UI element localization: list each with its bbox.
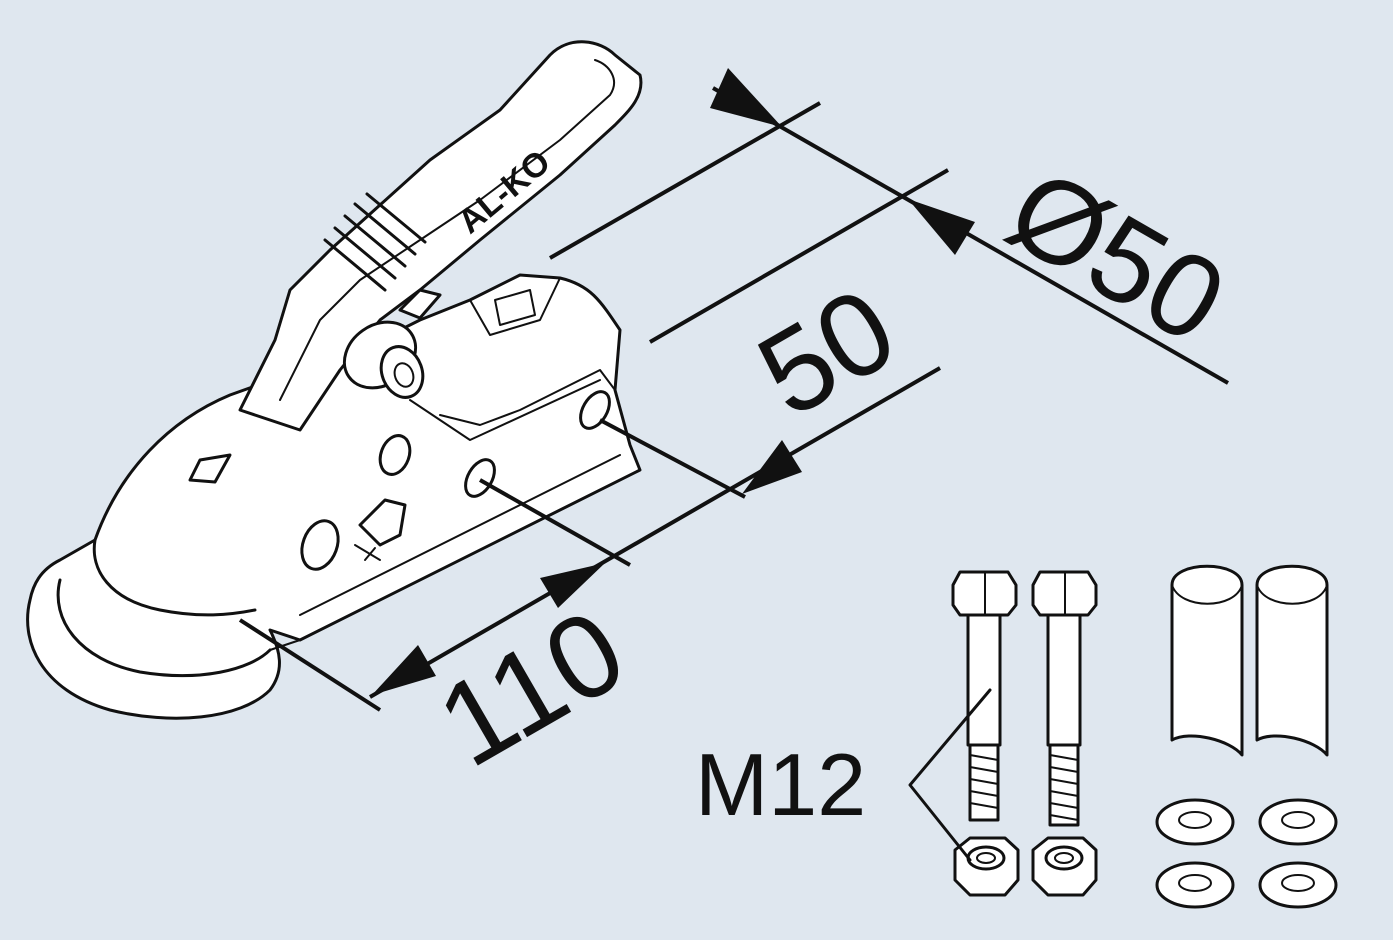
- nut: [1031, 836, 1098, 897]
- bolt: [951, 570, 1018, 822]
- length-label: 110: [417, 584, 646, 792]
- nut: [953, 836, 1020, 897]
- handle-grip-ribs: [323, 192, 427, 292]
- bolt-size-callout: M12: [695, 688, 992, 862]
- hole-spacing-label: 50: [737, 263, 917, 443]
- sleeve: [1255, 564, 1329, 757]
- washers: [1155, 798, 1338, 909]
- washer: [1155, 798, 1235, 846]
- arrow-head: [742, 440, 802, 494]
- arrow-head: [908, 199, 975, 255]
- washer: [1155, 861, 1235, 909]
- sleeves: [1170, 564, 1329, 757]
- arrow-head: [372, 645, 436, 695]
- washer: [1258, 798, 1338, 846]
- bolt: [1031, 570, 1098, 827]
- arrow-head: [710, 68, 782, 127]
- ball-diameter-label: Ø50: [987, 143, 1246, 369]
- sleeve: [1170, 564, 1244, 757]
- coupling-handle: AL-KO: [238, 40, 643, 432]
- nuts: [953, 836, 1098, 897]
- coupling-head: [26, 273, 642, 720]
- washer: [1258, 861, 1338, 909]
- arrow-head: [540, 563, 605, 608]
- bolt-size-label: M12: [695, 735, 866, 834]
- dimension-ball-diameter: Ø50: [549, 68, 1246, 385]
- bolts: [951, 570, 1098, 827]
